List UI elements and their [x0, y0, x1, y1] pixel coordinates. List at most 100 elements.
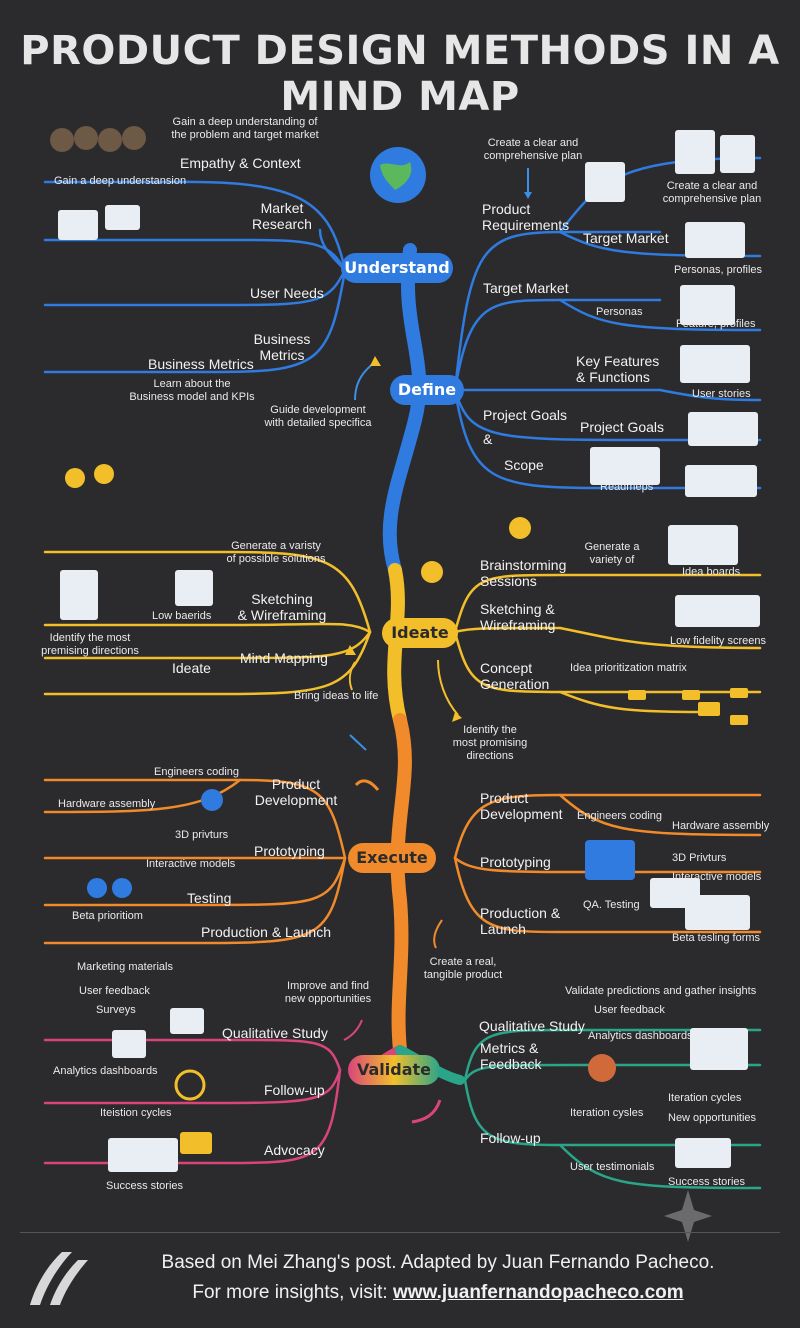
iteration-left: Iteistion cycles	[100, 1107, 172, 1120]
low-boards-caption: Low baerids	[152, 610, 211, 623]
arrow-guide	[355, 362, 375, 400]
personas-profiles: Personas, profiles	[674, 264, 762, 277]
iteration-right-a: Iteration cysles	[570, 1107, 643, 1120]
new-opportunities: New opportunities	[668, 1112, 756, 1125]
user-needs-label: User Needs	[250, 285, 324, 301]
prototyping-left-label: Prototyping	[254, 843, 325, 859]
sketching-right-label: Sketching &Wireframing	[480, 601, 555, 633]
footer-credit: Based on Mei Zhang's post. Adapted by Ju…	[108, 1252, 768, 1274]
empathy-caption: Gain a deep understansion	[54, 175, 186, 188]
low-fidelity: Low fidelity screens	[670, 635, 766, 648]
marketing-materials: Marketing materials	[77, 961, 173, 974]
user-stories: User stories	[692, 388, 751, 401]
arrow-bidirectional	[350, 735, 366, 750]
beta-left: Beta prioritiom	[72, 910, 143, 923]
document-icon	[675, 130, 715, 174]
concept-generation-label: ConceptGeneration	[480, 660, 549, 692]
testing-left-label: Testing	[187, 890, 231, 906]
trunk-execute	[398, 720, 405, 1050]
follow-up-left-label: Follow-up	[264, 1082, 325, 1098]
lightbulb-icon	[65, 468, 85, 488]
hardware-right: Hardware assembly	[672, 820, 769, 833]
production-left-label: Production & Launch	[201, 924, 331, 940]
branch-market-research	[45, 240, 345, 270]
user-testimonials: User testimonials	[570, 1161, 654, 1174]
mind-mapping-label: Mind Mapping	[240, 650, 328, 666]
arrow-identify	[438, 660, 458, 715]
qa-badge-icon	[87, 878, 107, 898]
arrow-validate	[412, 1100, 440, 1122]
roadmaps-caption: Readmeps	[600, 481, 653, 494]
footer-visit-prefix: For more insights, visit:	[192, 1282, 393, 1303]
trunk-understand-define	[390, 250, 420, 570]
target-market-label: Target Market	[483, 280, 569, 296]
iteration-right-b: Iteration cycles	[668, 1092, 741, 1105]
analytics-right: Analytics dashboards	[588, 1030, 693, 1043]
hub-define: Define	[390, 375, 464, 405]
engineers-coding-left: Engineers coding	[154, 766, 239, 779]
advocacy-label: Advocacy	[264, 1142, 325, 1158]
personas: Personas	[596, 306, 642, 319]
feature-profiles: Feature, profiles	[676, 318, 755, 331]
qualitative-right-label: Qualitative Study	[479, 1018, 585, 1034]
project-goals-inner: Project Goals	[580, 419, 664, 435]
beta-forms: Beta tesling forms	[672, 932, 760, 945]
engineers-coding-right: Engineers coding	[577, 810, 662, 823]
footer-divider	[20, 1232, 780, 1233]
pie-chart-icon	[588, 1054, 616, 1082]
project-goals-label: Project Goals&	[483, 403, 567, 451]
scope-label: Scope	[504, 457, 544, 473]
success-right: Success stories	[668, 1176, 745, 1189]
empathy-label: Empathy & Context	[180, 155, 301, 171]
qualitative-left-label: Qualitative Study	[222, 1025, 328, 1041]
product-dev-right-label: ProductDevelopment	[480, 790, 563, 822]
user-feedback-left: User feedback	[79, 985, 150, 998]
hub-ideate: Ideate	[382, 618, 458, 648]
cycle-icon	[176, 1071, 204, 1099]
footer-visit: For more insights, visit: www.juanfernan…	[108, 1282, 768, 1304]
printers-right: 3D Privturs	[672, 852, 726, 865]
target-market-inner: Target Market	[583, 230, 669, 246]
interactive-left: Interactive models	[146, 858, 235, 871]
hub-execute: Execute	[348, 843, 436, 873]
bring-note: Bring ideas to life	[294, 690, 378, 703]
logo-icon	[30, 1252, 88, 1305]
production-right-label: Production &Launch	[480, 905, 560, 937]
branch-sketching	[45, 624, 370, 632]
printers-left: 3D privturs	[175, 829, 228, 842]
hub-understand: Understand	[341, 253, 453, 283]
chart-card-icon	[58, 210, 98, 240]
sparkle-icon	[664, 1190, 712, 1242]
arrow-create	[434, 920, 442, 948]
interactive-right: Interactive models	[672, 871, 761, 884]
metrics-feedback-label: Metrics &Feedback	[480, 1040, 541, 1072]
prototyping-right-label: Prototyping	[480, 854, 551, 870]
follow-up-right-label: Follow-up	[480, 1130, 541, 1146]
hardware-left: Hardware assembly	[58, 798, 155, 811]
sketching-left-label: Sketching& Wireframing	[238, 591, 327, 623]
key-features-label: Key Features& Functions	[576, 353, 659, 385]
identify-right-note: Identify themost promisingdirections	[453, 724, 528, 763]
business-metrics-caption: Business Metrics	[148, 356, 254, 372]
arrow-improve	[344, 1020, 362, 1040]
create-note: Create a real,tangible product	[424, 956, 502, 982]
surveys: Surveys	[96, 1004, 136, 1017]
matrix-caption: Idea prioritization matrix	[570, 662, 687, 675]
hub-validate: Validate	[348, 1055, 440, 1085]
arrow-execute-up	[356, 781, 378, 790]
validate-note: Validate predictions and gather insights	[565, 985, 756, 998]
footer-url-link[interactable]: www.juanfernandopacheco.com	[393, 1282, 684, 1303]
